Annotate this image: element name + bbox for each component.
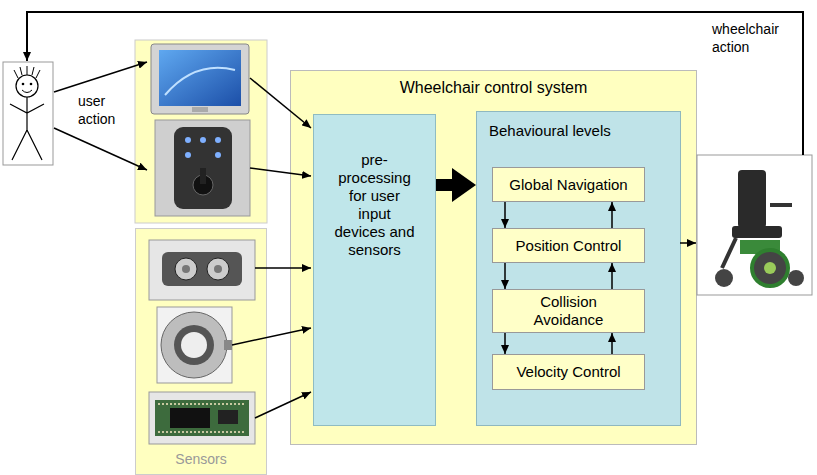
monitor-picture-part bbox=[192, 107, 208, 112]
joystick-picture-part bbox=[215, 137, 221, 143]
wheelchair-picture-part bbox=[722, 205, 792, 268]
joystick-picture-part bbox=[185, 137, 191, 143]
wheelchair-picture-part bbox=[697, 155, 812, 295]
wheelchair-picture-part bbox=[715, 269, 733, 287]
node-text: Position Control bbox=[516, 237, 622, 255]
user-to-monitor-arrow bbox=[54, 62, 147, 92]
wheelchair-picture-part bbox=[752, 250, 788, 286]
monitor-picture bbox=[151, 44, 249, 114]
node-text: Collision Avoidance bbox=[524, 293, 614, 329]
user-figure-part bbox=[14, 66, 40, 78]
wheelchair-picture-part bbox=[732, 226, 782, 238]
joystick-picture-part bbox=[193, 175, 213, 195]
label-text: wheelchair action bbox=[712, 21, 779, 55]
node-text: Wheelchair control system bbox=[400, 78, 588, 97]
user-to-joystick-arrow bbox=[54, 128, 147, 170]
user-figure-part bbox=[16, 75, 38, 97]
input-device-panel bbox=[135, 40, 267, 223]
user-figure-part bbox=[22, 83, 25, 86]
behaviour-level-box: Global Navigation bbox=[492, 167, 645, 202]
behaviour-level-box: Collision Avoidance bbox=[492, 289, 645, 333]
user-figure-part bbox=[22, 90, 32, 93]
user-figure-part bbox=[30, 83, 33, 86]
joystick-picture-part bbox=[200, 137, 206, 143]
input-device-panel-part bbox=[135, 40, 267, 223]
monitor-picture-part bbox=[151, 44, 249, 114]
user-figure bbox=[3, 62, 53, 165]
node-text: Sensors bbox=[175, 451, 226, 468]
joystick-picture-part bbox=[185, 152, 191, 158]
wheelchair-picture-part bbox=[740, 240, 780, 254]
behaviour-level-box: Velocity Control bbox=[492, 354, 645, 390]
user-figure-part bbox=[3, 62, 53, 165]
node-text: Velocity Control bbox=[516, 363, 620, 381]
wheelchair-picture bbox=[697, 155, 812, 295]
wheelchair-picture-part bbox=[788, 270, 804, 286]
node-text: Global Navigation bbox=[509, 176, 627, 194]
node-text: Behavioural levels bbox=[489, 122, 611, 140]
sensor-panel: Sensors bbox=[135, 228, 267, 475]
monitor-picture-part bbox=[159, 50, 241, 106]
joystick-picture-part bbox=[200, 168, 206, 184]
wheelchair-action-label: wheelchair action bbox=[712, 20, 796, 56]
joystick-picture-part bbox=[155, 120, 250, 216]
control-system-box: pre- processing for user input devices a… bbox=[290, 70, 697, 445]
preprocessing-box: pre- processing for user input devices a… bbox=[313, 114, 436, 426]
user-figure-part bbox=[10, 97, 44, 160]
monitor-picture-part bbox=[165, 68, 235, 95]
joystick-picture bbox=[155, 120, 250, 216]
label-text: user action bbox=[78, 93, 115, 127]
behaviour-level-box: Position Control bbox=[492, 228, 645, 263]
joystick-picture-part bbox=[174, 127, 232, 209]
wheelchair-picture-part bbox=[738, 170, 766, 228]
joystick-picture-part bbox=[215, 152, 221, 158]
user-action-label: user action bbox=[78, 92, 122, 128]
node-text: pre- processing for user input devices a… bbox=[333, 151, 417, 259]
behaviour-group-box: Global NavigationPosition ControlCollisi… bbox=[476, 111, 681, 426]
wheelchair-picture-part bbox=[764, 262, 776, 274]
